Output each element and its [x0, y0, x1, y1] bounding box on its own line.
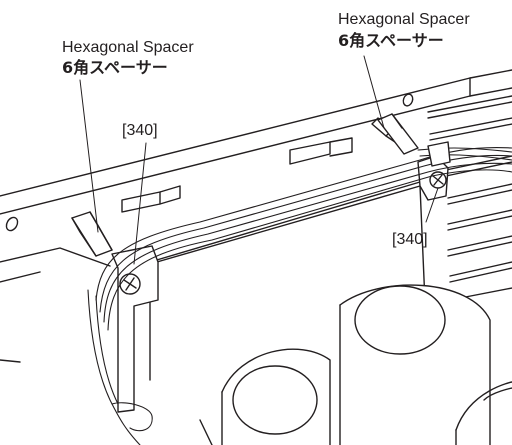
- left-bracket: [111, 245, 159, 413]
- leader-lines: [79, 55, 439, 265]
- left-spacer-label-jp: 6角スペーサー: [62, 58, 168, 77]
- right-spacer-label-en: Hexagonal Spacer: [338, 11, 470, 28]
- cable-clamp: [427, 141, 451, 167]
- screw-callout-right: [340]: [392, 231, 428, 248]
- right-spacer-label-jp: 6角スペーサー: [338, 31, 444, 50]
- left-hexagonal-spacer: [71, 211, 113, 257]
- screw-callout-left: [340]: [122, 122, 158, 139]
- wire-harness: [87, 146, 512, 445]
- left-spacer-label-en: Hexagonal Spacer: [62, 39, 194, 56]
- right-hexagonal-spacer: [377, 113, 419, 155]
- capacitors: [221, 284, 512, 445]
- vent-slots: [427, 95, 512, 301]
